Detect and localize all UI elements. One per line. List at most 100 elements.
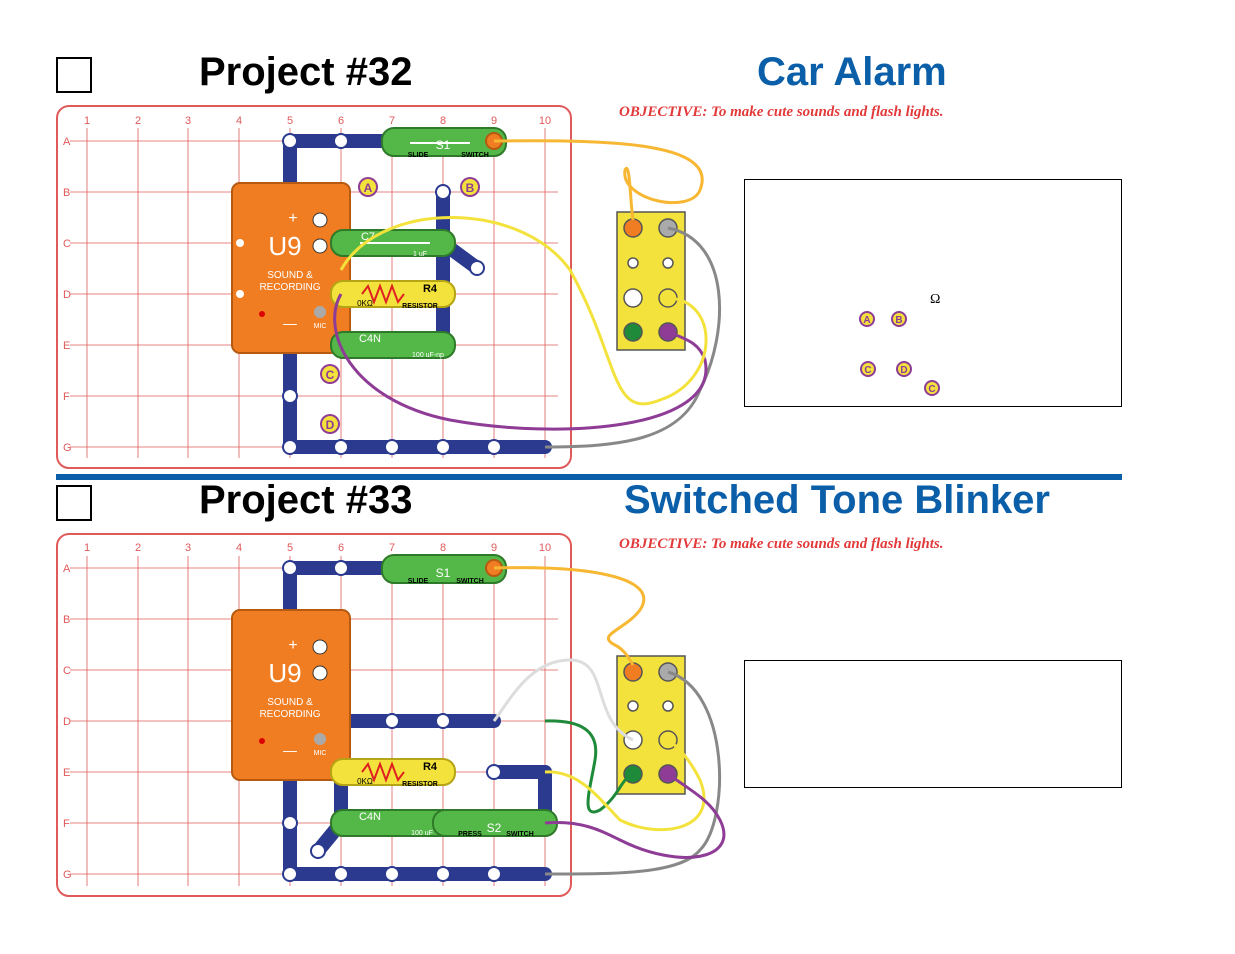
svg-text:SWITCH: SWITCH — [461, 152, 489, 159]
project-32-checkbox[interactable] — [56, 57, 92, 93]
svg-text:E: E — [63, 340, 70, 352]
svg-text:2: 2 — [135, 115, 141, 127]
svg-text:—: — — [283, 315, 297, 331]
svg-text:1: 1 — [84, 115, 90, 127]
legend-marker-a: A — [859, 311, 875, 327]
svg-text:100 uF-np: 100 uF-np — [412, 352, 444, 359]
svg-text:6: 6 — [338, 542, 344, 554]
column-labels-33: 1 2 3 4 5 6 7 8 9 10 — [84, 542, 551, 554]
project-33-title: Project #33 — [199, 478, 413, 522]
svg-text:RESISTOR: RESISTOR — [402, 781, 438, 788]
jumper-wires-33 — [492, 566, 726, 876]
project-33-objective: OBJECTIVE: To make cute sounds and flash… — [619, 536, 944, 552]
svg-text:PRESS: PRESS — [458, 831, 482, 838]
svg-text:U9: U9 — [268, 231, 301, 261]
svg-text:SOUND &: SOUND & — [267, 270, 313, 281]
svg-text:R4: R4 — [423, 283, 438, 295]
legend-marker-c: C — [860, 361, 876, 377]
svg-text:5: 5 — [287, 542, 293, 554]
svg-text:C: C — [928, 384, 935, 395]
svg-text:SWITCH: SWITCH — [506, 831, 534, 838]
marker-d-32: D — [320, 414, 340, 434]
svg-text:S2: S2 — [487, 821, 502, 835]
svg-text:S1: S1 — [436, 566, 451, 580]
svg-text:8: 8 — [440, 542, 446, 554]
svg-text:7: 7 — [389, 115, 395, 127]
svg-text:B: B — [466, 181, 475, 195]
svg-text:MIC: MIC — [314, 323, 327, 330]
svg-text:C: C — [864, 365, 871, 376]
svg-text:G: G — [63, 869, 72, 881]
svg-text:0KΩ: 0KΩ — [357, 299, 373, 308]
svg-text:MIC: MIC — [314, 750, 327, 757]
svg-text:A: A — [63, 563, 71, 575]
svg-text:C: C — [326, 368, 335, 382]
svg-text:B: B — [895, 315, 902, 326]
svg-text:RESISTOR: RESISTOR — [402, 303, 438, 310]
snaps-32 — [282, 133, 502, 455]
svg-text:SLIDE: SLIDE — [408, 578, 429, 585]
project-32-title: Project #32 — [199, 50, 413, 94]
marker-b-32: B — [460, 177, 480, 197]
legend-marker-c2: C — [924, 380, 940, 396]
project-32-objective: OBJECTIVE: To make cute sounds and flash… — [619, 104, 944, 120]
resistor-r4-33 — [330, 758, 456, 786]
legend-marker-b: B — [891, 311, 907, 327]
svg-text:E: E — [63, 767, 70, 779]
svg-text:7: 7 — [389, 542, 395, 554]
svg-text:4: 4 — [236, 542, 242, 554]
project-32-name: Car Alarm — [757, 50, 947, 94]
svg-text:R4: R4 — [423, 761, 438, 773]
svg-text:2: 2 — [135, 542, 141, 554]
project-33-circuit: 1 2 3 4 5 6 7 8 9 10 A B C D E F G S1 SLIDE SWIT… — [56, 533, 726, 897]
row-labels-32: AB CD EF G — [63, 136, 72, 454]
legend-marker-d: D — [896, 361, 912, 377]
svg-text:C4N: C4N — [359, 811, 381, 823]
svg-text:F: F — [63, 818, 70, 830]
marker-a-32: A — [358, 177, 378, 197]
svg-text:U9: U9 — [268, 658, 301, 688]
ohm-symbol: Ω — [930, 292, 941, 307]
svg-text:1: 1 — [84, 542, 90, 554]
project-32-legend-markers: A B C D C — [859, 311, 940, 396]
svg-text:10: 10 — [539, 542, 551, 554]
svg-text:1 uF: 1 uF — [413, 251, 427, 258]
svg-text:B: B — [63, 187, 70, 199]
resistor-r4 — [330, 280, 456, 308]
svg-text:9: 9 — [491, 542, 497, 554]
svg-text:A: A — [364, 181, 373, 195]
svg-text:SOUND &: SOUND & — [267, 697, 313, 708]
project-33-checkbox[interactable] — [56, 485, 92, 521]
svg-text:F: F — [63, 391, 70, 403]
svg-text:A: A — [863, 315, 870, 326]
svg-text:9: 9 — [491, 115, 497, 127]
section-divider — [56, 474, 1122, 480]
svg-text:C: C — [63, 665, 71, 677]
svg-text:C: C — [63, 238, 71, 250]
svg-text:D: D — [63, 716, 71, 728]
svg-text:D: D — [326, 418, 335, 432]
svg-text:+: + — [288, 637, 297, 654]
svg-text:D: D — [63, 289, 71, 301]
svg-text:S1: S1 — [436, 138, 451, 152]
svg-text:D: D — [900, 365, 907, 376]
svg-text:6: 6 — [338, 115, 344, 127]
svg-text:100 uF: 100 uF — [411, 830, 433, 837]
svg-text:5: 5 — [287, 115, 293, 127]
svg-text:C4N: C4N — [359, 333, 381, 345]
svg-text:8: 8 — [440, 115, 446, 127]
marker-c-32: C — [320, 364, 340, 384]
svg-text:RECORDING: RECORDING — [259, 282, 320, 293]
project-33-text-box — [744, 660, 1122, 788]
svg-text:3: 3 — [185, 542, 191, 554]
project-32-text-box — [744, 179, 1122, 407]
snap-wires-33 — [283, 561, 552, 881]
svg-text:B: B — [63, 614, 70, 626]
svg-text:G: G — [63, 442, 72, 454]
jumper-wires-32 — [333, 139, 722, 449]
svg-text:3: 3 — [185, 115, 191, 127]
svg-text:SWITCH: SWITCH — [456, 578, 484, 585]
row-labels-33: A B C D E F G — [63, 563, 72, 881]
